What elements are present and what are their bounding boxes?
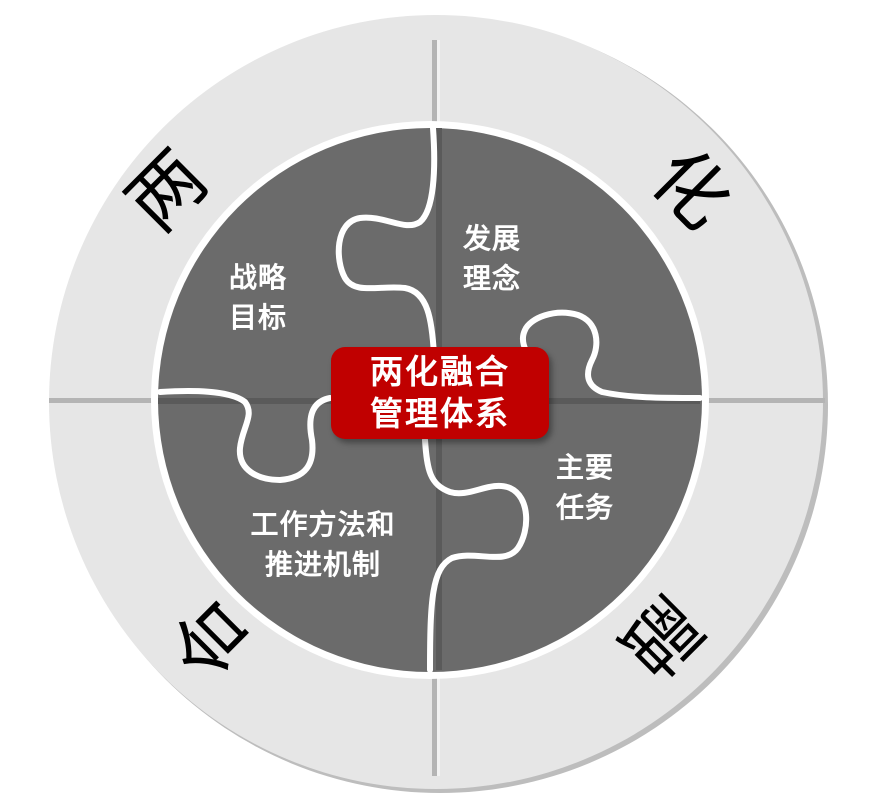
center-title-line1: 两化融合 [370, 352, 510, 391]
piece-label-main-tasks: 主要 任务 [545, 448, 625, 528]
seam-top [335, 125, 438, 358]
piece-label-development-philosophy: 发展 理念 [452, 219, 532, 299]
piece-label-strategic-goals: 战略 目标 [218, 258, 298, 338]
piece-label-line2: 任务 [555, 491, 614, 524]
puzzle-seams [157, 125, 703, 673]
piece-label-line2: 目标 [228, 301, 287, 334]
piece-label-line1: 战略 [228, 261, 287, 294]
center-title-box: 两化融合 管理体系 [331, 347, 549, 439]
piece-label-line2: 理念 [462, 262, 521, 295]
center-title-line2: 管理体系 [370, 394, 510, 433]
piece-label-line2: 推进机制 [264, 548, 381, 581]
seam-right [519, 309, 703, 401]
seam-left [157, 388, 333, 484]
piece-label-line1: 主要 [555, 451, 614, 484]
piece-label-line1: 发展 [462, 222, 521, 255]
piece-label-line1: 工作方法和 [250, 508, 396, 541]
piece-label-work-methods: 工作方法和 推进机制 [238, 505, 408, 585]
seam-bottom [422, 437, 530, 673]
